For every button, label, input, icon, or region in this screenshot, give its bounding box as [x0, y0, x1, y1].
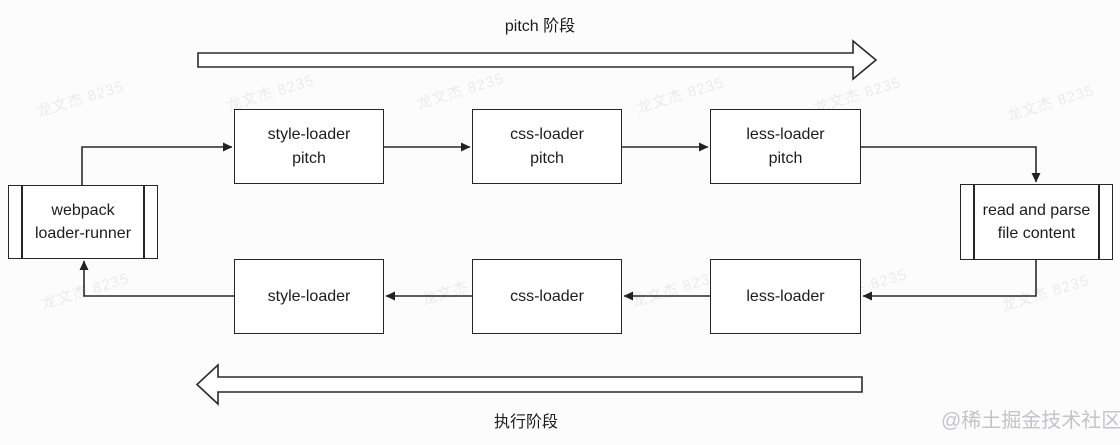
pitch-phase-arrow-icon [197, 39, 878, 81]
juejin-site-watermark: @稀土掘金技术社区 [941, 410, 1120, 432]
node-label: css-loader [510, 287, 584, 305]
pitch-phase-label: pitch 阶段 [504, 18, 576, 35]
node-label: less-loader pitch [746, 126, 825, 167]
node-read-and-parse: read and parse file content [960, 184, 1113, 260]
connector-style-to-runner [79, 260, 234, 297]
connector-runner-to-style-pitch [81, 142, 233, 185]
execute-phase-label: 执行阶段 [493, 414, 558, 431]
node-style-loader-pitch: style-loader pitch [234, 109, 384, 184]
execute-phase-arrow-icon [195, 363, 863, 406]
node-label: css-loader pitch [510, 126, 584, 167]
node-webpack-loader-runner: webpack loader-runner [8, 185, 158, 259]
node-label: style-loader [267, 287, 351, 305]
connector-read-parse-to-less [862, 260, 1037, 301]
connector-less-pitch-to-read-parse [861, 146, 1041, 183]
node-css-loader: css-loader [472, 259, 622, 334]
node-less-loader-pitch: less-loader pitch [710, 109, 861, 184]
node-less-loader: less-loader [710, 259, 861, 334]
node-label: less-loader [746, 287, 825, 305]
node-label: style-loader pitch [267, 126, 351, 167]
node-css-loader-pitch: css-loader pitch [472, 109, 622, 184]
node-label: read and parse file content [982, 201, 1091, 242]
node-style-loader: style-loader [234, 259, 384, 334]
node-label: webpack loader-runner [34, 201, 132, 242]
